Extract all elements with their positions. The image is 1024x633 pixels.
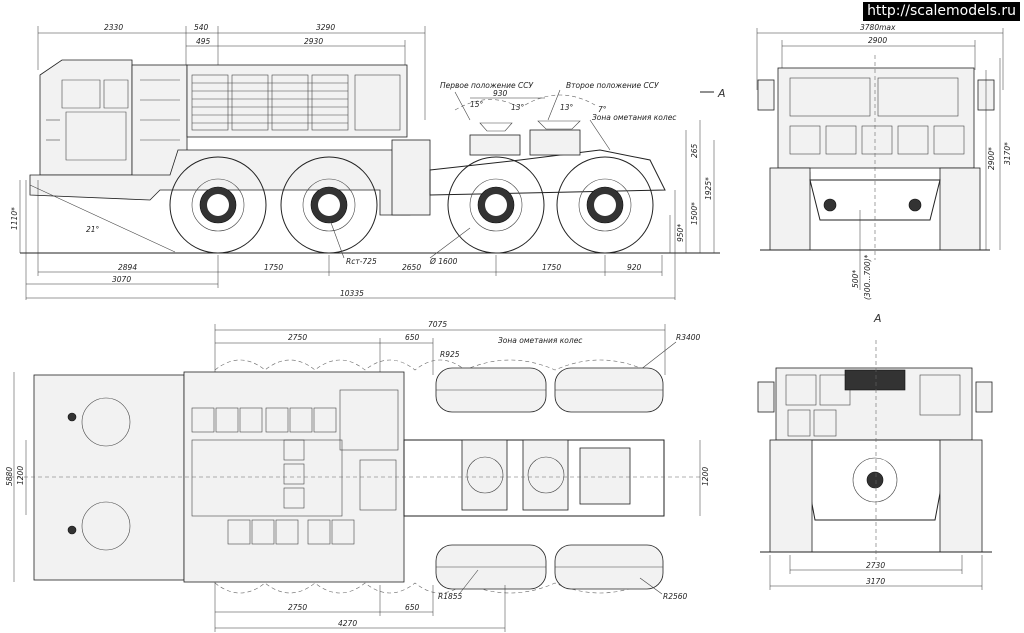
dim-2750-top: 2750 <box>288 333 307 342</box>
angle-7: 7° <box>598 105 607 114</box>
radius-r3400: R3400 <box>676 333 701 342</box>
dim-1110: 1110* <box>10 207 19 230</box>
dim-2900-height: 2900* <box>987 147 996 170</box>
dim-930: 930 <box>493 89 508 98</box>
dim-3170: 3170 <box>866 577 885 586</box>
label-second-position: Второе положение ССУ <box>566 81 659 90</box>
rear-view: A 2730 3170 <box>757 312 993 590</box>
dim-2894: 2894 <box>118 263 137 272</box>
view-a-title: A <box>873 312 882 325</box>
dim-300-700: (300...700)* <box>863 254 872 300</box>
dim-1925: 1925* <box>704 177 713 200</box>
cab <box>39 59 133 176</box>
dim-7075: 7075 <box>428 320 447 329</box>
dim-1200-right: 1200 <box>701 467 710 486</box>
wheel-diameter: Ø 1600 <box>429 257 458 266</box>
front-view: 3780max 2900 2900* 3170* 500* (300...700… <box>756 23 1012 300</box>
dim-540: 540 <box>194 23 209 32</box>
label-wheel-zone-top: Зона ометания колес <box>498 336 583 345</box>
dim-1500: 1500* <box>690 202 699 225</box>
dim-2750-bottom: 2750 <box>288 603 307 612</box>
dim-265: 265 <box>690 143 699 158</box>
dim-1750a: 1750 <box>264 263 283 272</box>
label-wheel-zone: Зона ометания колес <box>592 113 677 122</box>
radius-r2560: R2560 <box>663 592 688 601</box>
static-radius: Rст-725 <box>346 257 377 266</box>
dim-4270: 4270 <box>338 619 357 628</box>
watermark: http://scalemodels.ru <box>863 2 1020 21</box>
dim-1750b: 1750 <box>542 263 561 272</box>
dim-2930: 2930 <box>304 37 323 46</box>
dim-2900: 2900 <box>868 36 887 45</box>
dim-950: 950* <box>676 224 685 242</box>
top-view: 7075 2750 650 R925 R3400 Зона ометания к… <box>5 320 710 632</box>
top-wheels <box>435 367 664 590</box>
angle-15: 15° <box>470 100 484 109</box>
dim-3290: 3290 <box>316 23 335 32</box>
side-view: 2330 540 3290 495 2930 <box>10 23 726 300</box>
view-a-marker: A <box>717 87 726 100</box>
dim-3070: 3070 <box>112 275 131 284</box>
dim-2330: 2330 <box>104 23 123 32</box>
dim-650-bottom: 650 <box>405 603 420 612</box>
dim-500: 500* <box>851 270 860 288</box>
dim-1200-left: 1200 <box>16 466 25 485</box>
dim-3780max: 3780max <box>860 23 896 32</box>
angle-13b: 13° <box>560 103 574 112</box>
dim-495: 495 <box>196 37 211 46</box>
dim-2650: 2650 <box>402 263 421 272</box>
dim-5880: 5880 <box>5 467 14 486</box>
side-wheels <box>169 156 654 254</box>
dim-3170-height: 3170* <box>1003 142 1012 165</box>
dim-10335: 10335 <box>340 289 364 298</box>
dim-2730: 2730 <box>866 561 885 570</box>
label-first-position: Первое положение ССУ <box>440 81 534 90</box>
dim-650-top: 650 <box>405 333 420 342</box>
dim-920: 920 <box>627 263 642 272</box>
radius-r925: R925 <box>440 350 460 359</box>
approach-angle: 21° <box>86 225 100 234</box>
angle-13a: 13° <box>511 103 525 112</box>
radius-r1855: R1855 <box>438 592 463 601</box>
